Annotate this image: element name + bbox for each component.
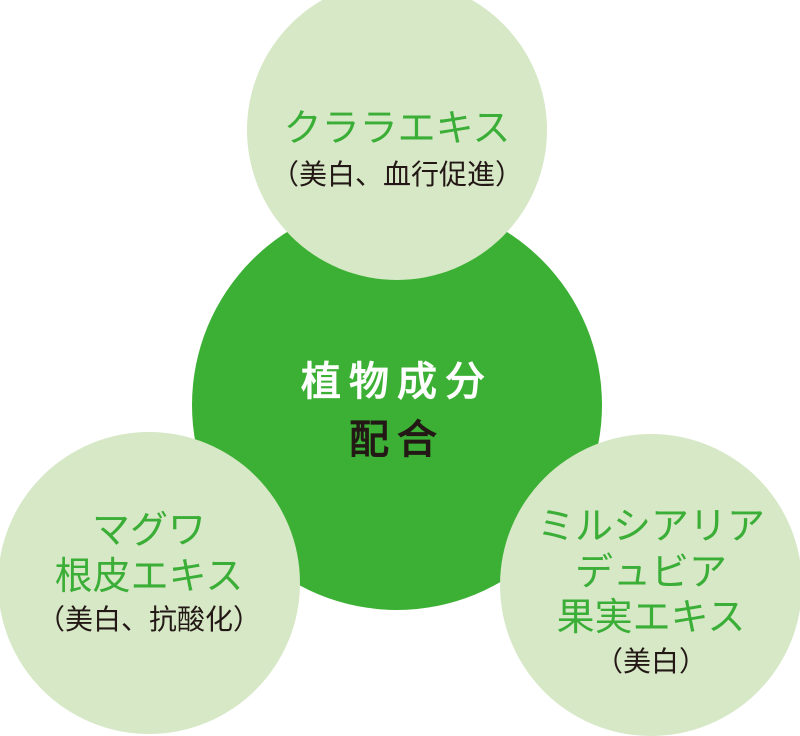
top-name: クララエキス — [283, 106, 511, 150]
center-line1: 植物成分 — [301, 359, 493, 405]
left-label: マグワ 根皮エキス （美白、抗酸化） — [0, 508, 298, 637]
left-effect: （美白、抗酸化） — [36, 603, 261, 637]
top-label: クララエキス （美白、血行促進） — [247, 106, 547, 191]
right-name-3: 果実エキス — [556, 595, 746, 640]
center-label: 植物成分 配合 — [192, 358, 602, 464]
right-label: ミルシアリア デュビア 果実エキス （美白） — [500, 504, 800, 678]
right-name-1: ミルシアリア — [536, 504, 765, 548]
left-circle — [0, 432, 300, 734]
top-effect: （美白、血行促進） — [270, 157, 523, 191]
top-circle — [247, 0, 547, 280]
left-name-1: マグワ — [91, 508, 206, 552]
right-name-2: デュビア — [574, 549, 727, 594]
left-name-2: 根皮エキス — [54, 553, 244, 598]
center-line2: 配合 — [349, 417, 445, 463]
right-effect: （美白） — [594, 644, 707, 678]
right-circle — [500, 434, 800, 736]
